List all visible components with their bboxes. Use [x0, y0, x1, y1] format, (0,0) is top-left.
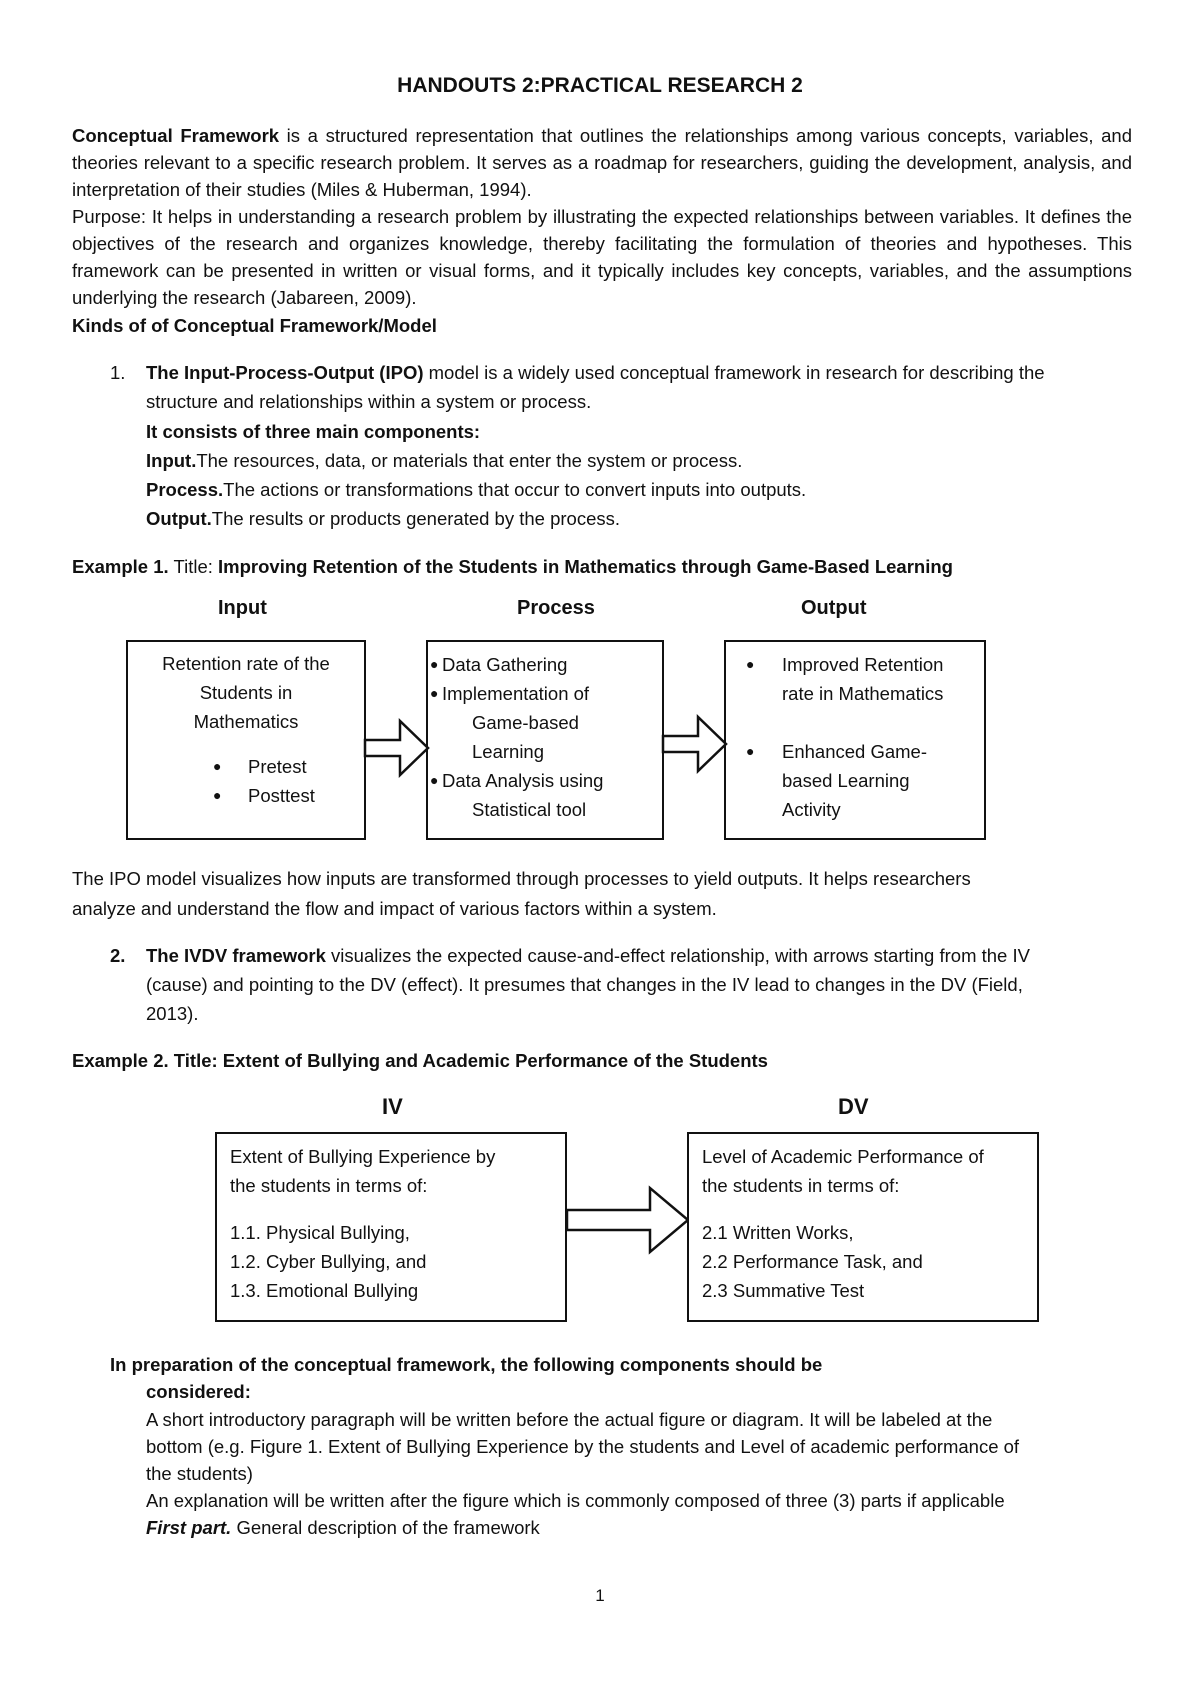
input-text-line: Retention rate of the [162, 653, 330, 674]
first-part-label: First part. [146, 1517, 232, 1538]
bullet-icon: ● [430, 772, 439, 788]
components-heading: It consists of three main components: [146, 421, 481, 442]
input-bullet-item: Pretest [248, 756, 307, 777]
component-input-label: Input. [146, 450, 197, 471]
component-input-text: The resources, data, or materials that e… [196, 450, 743, 471]
iv-item: 1.3. Emotional Bullying [230, 1280, 419, 1301]
process-text-line: Implementation of [442, 683, 590, 704]
dv-item: 2.1 Written Works, [702, 1222, 854, 1243]
preparation-heading-line2: considered: [146, 1381, 251, 1402]
first-part-line: First part. General description of the f… [146, 1517, 540, 1539]
arrow-right-icon [661, 714, 728, 774]
ivdv-line1: The IVDV framework visualizes the expect… [146, 945, 1030, 967]
iv-text-line: the students in terms of: [230, 1175, 428, 1196]
intro-definition: is a structured representation that outl… [72, 125, 1132, 200]
dv-text-line: the students in terms of: [702, 1175, 900, 1196]
page-number: 1 [595, 1586, 605, 1605]
ivdv-line1-text: visualizes the expected cause-and-effect… [325, 945, 1030, 966]
ipo-summary-line1: The IPO model visualizes how inputs are … [72, 868, 971, 889]
iv-box: Extent of Bullying Experience by the stu… [215, 1132, 567, 1322]
ivdv-line2: (cause) and pointing to the DV (effect).… [146, 974, 1023, 995]
bullet-icon: ● [746, 656, 755, 672]
output-text-line: Improved Retention [782, 654, 944, 675]
iv-header: IV [382, 1094, 403, 1119]
process-text-line: Data Analysis using [442, 770, 604, 791]
example1-heading: Example 1. Title: Improving Retention of… [72, 556, 953, 578]
ipo-number: 1. [110, 362, 126, 383]
component-process-text: The actions or transformations that occu… [223, 479, 807, 500]
process-text-line: Learning [472, 741, 545, 762]
arrow-right-icon [565, 1185, 690, 1255]
ipo-name: The Input-Process-Output (IPO) [146, 362, 424, 383]
preparation-heading-line1: In preparation of the conceptual framewo… [110, 1354, 823, 1375]
iv-item: 1.2. Cyber Bullying, and [230, 1251, 427, 1272]
process-text-line: Statistical tool [472, 799, 587, 820]
intro-term: Conceptual Framework [72, 125, 280, 146]
example1-label: Example 1. [72, 556, 169, 577]
ipo-input-header: Input [218, 597, 267, 619]
ipo-input-box: Retention rate of the Students in Mathem… [126, 640, 366, 840]
ipo-output-header: Output [801, 597, 867, 619]
purpose-text: It helps in understanding a research pro… [72, 206, 1132, 308]
ivdv-name: The IVDV framework [146, 945, 326, 966]
output-text-line: Activity [782, 799, 841, 820]
example2-heading: Example 2. Title: Extent of Bullying and… [72, 1050, 768, 1071]
ipo-process-header: Process [517, 597, 595, 619]
preparation-p1-line3: the students) [146, 1463, 253, 1484]
component-input: Input.The resources, data, or materials … [146, 450, 742, 472]
component-output-label: Output. [146, 508, 212, 529]
ipo-description-line2: structure and relationships within a sys… [146, 391, 592, 412]
dv-text-line: Level of Academic Performance of [702, 1146, 984, 1167]
preparation-p1-line2: bottom (e.g. Figure 1. Extent of Bullyin… [146, 1436, 1020, 1457]
example1-title-prefix: Title: [168, 556, 219, 577]
ivdv-number: 2. [110, 945, 126, 966]
arrow-right-icon [363, 718, 430, 778]
ivdv-line3: 2013). [146, 1003, 199, 1024]
bullet-icon: ● [213, 758, 222, 774]
dv-header: DV [838, 1094, 869, 1119]
process-text-line: Game-based [472, 712, 579, 733]
component-process-label: Process. [146, 479, 224, 500]
dv-item: 2.2 Performance Task, and [702, 1251, 923, 1272]
intro-paragraph: Conceptual Framework is a structured rep… [72, 122, 1132, 311]
component-output-text: The results or products generated by the… [211, 508, 621, 529]
input-bullet-item: Posttest [248, 785, 315, 806]
bullet-icon: ● [430, 656, 439, 672]
output-text-line: based Learning [782, 770, 910, 791]
bullet-icon: ● [213, 787, 222, 803]
page-title: HANDOUTS 2:PRACTICAL RESEARCH 2 [397, 74, 803, 97]
dv-item: 2.3 Summative Test [702, 1280, 865, 1301]
dv-box: Level of Academic Performance of the stu… [687, 1132, 1039, 1322]
purpose-label: Purpose: [72, 206, 147, 227]
component-process: Process.The actions or transformations t… [146, 479, 806, 501]
bullet-icon: ● [746, 743, 755, 759]
ipo-output-box: ● Improved Retention rate in Mathematics… [724, 640, 986, 840]
kinds-heading: Kinds of of Conceptual Framework/Model [72, 315, 437, 336]
preparation-p2: An explanation will be written after the… [146, 1490, 1005, 1511]
ipo-desc-text: model is a widely used conceptual framew… [423, 362, 1045, 383]
example1-title: Improving Retention of the Students in M… [218, 556, 953, 577]
iv-item: 1.1. Physical Bullying, [230, 1222, 410, 1243]
preparation-p1-line1: A short introductory paragraph will be w… [146, 1409, 993, 1430]
iv-text-line: Extent of Bullying Experience by [230, 1146, 496, 1167]
first-part-text: General description of the framework [231, 1517, 540, 1538]
ipo-description-line1: The Input-Process-Output (IPO) model is … [146, 362, 1045, 384]
process-text-line: Data Gathering [442, 654, 568, 675]
ipo-process-box: ● Data Gathering ● Implementation of Gam… [426, 640, 664, 840]
input-text-line: Students in [199, 682, 293, 703]
bullet-icon: ● [430, 685, 439, 701]
output-text-line: rate in Mathematics [782, 683, 944, 704]
component-output: Output.The results or products generated… [146, 508, 620, 530]
ipo-summary-line2: analyze and understand the flow and impa… [72, 898, 717, 919]
output-text-line: Enhanced Game- [782, 741, 928, 762]
input-text-line: Mathematics [193, 711, 299, 732]
